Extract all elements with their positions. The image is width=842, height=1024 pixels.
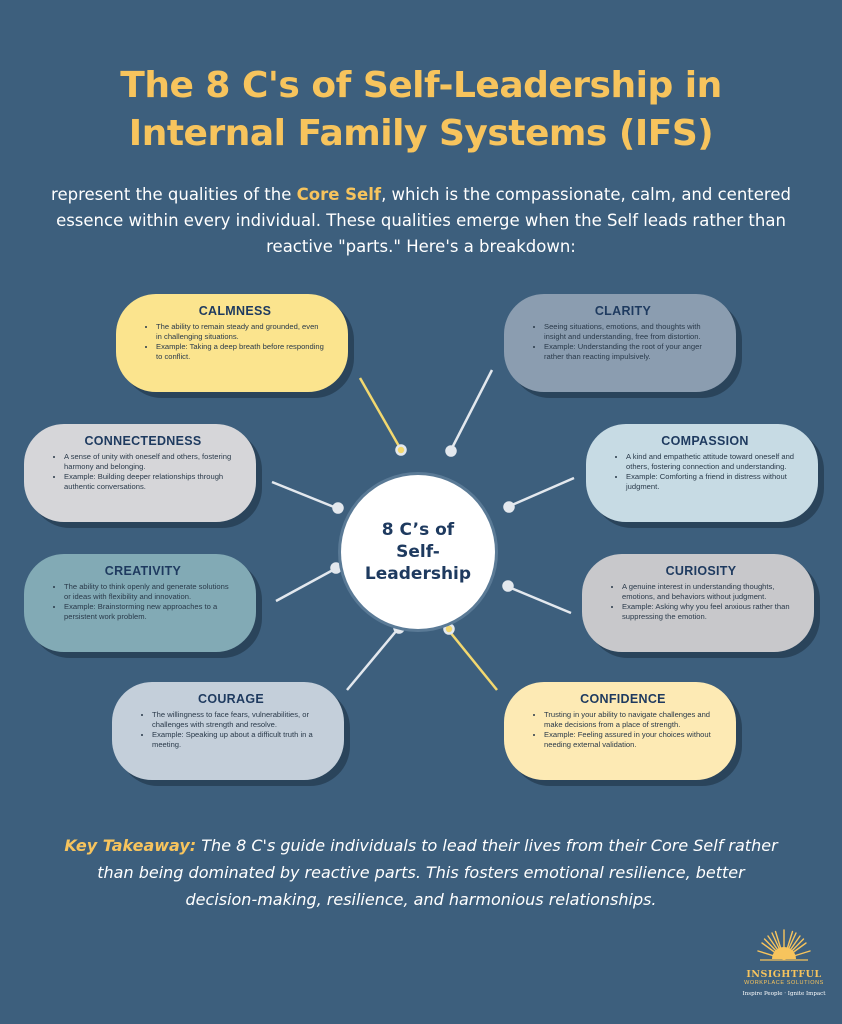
center-line-2: Self- [396, 542, 440, 562]
card-clarity-title: CLARITY [594, 304, 652, 318]
card-courage-bullet: The willingness to face fears, vulnerabi… [152, 710, 322, 730]
card-confidence-list: Trusting in your ability to navigate cha… [532, 710, 714, 750]
card-calmness-title: CALMNESS [198, 304, 272, 318]
card-connectedness-title: CONNECTEDNESS [84, 434, 202, 448]
title-line-1: The 8 C's of Self-Leadership in [120, 65, 722, 106]
logo-subtitle: WORKPLACE SOLUTIONS [744, 980, 824, 986]
connector-curiosity-dot [502, 580, 514, 592]
key-takeaway-text: The 8 C's guide individuals to lead thei… [97, 836, 778, 909]
card-courage-title: COURAGE [198, 692, 264, 706]
sunburst-icon [757, 929, 811, 961]
connector-clarity [450, 369, 494, 449]
connector-creativity-dot [330, 562, 342, 574]
card-courage: COURAGE The willingness to face fears, v… [112, 682, 344, 780]
connector-calmness [358, 377, 402, 449]
intro-highlight: Core Self [296, 185, 382, 204]
card-clarity: CLARITY Seeing situations, emotions, and… [504, 294, 736, 392]
card-creativity-title: CREATIVITY [104, 564, 182, 578]
connector-confidence-dot [443, 623, 455, 635]
card-curiosity-list: A genuine interest in understanding thou… [610, 582, 792, 622]
connector-courage-dot [393, 622, 405, 634]
center-circle: 8 C’s of Self- Leadership [344, 478, 492, 626]
card-confidence-example: Example: Feeling assured in your choices… [544, 730, 714, 750]
connector-creativity [275, 568, 334, 603]
card-confidence-bullet: Trusting in your ability to navigate cha… [544, 710, 714, 730]
card-courage-list: The willingness to face fears, vulnerabi… [140, 710, 322, 750]
card-connectedness-example: Example: Building deeper relationships t… [64, 472, 234, 492]
connector-confidence [449, 631, 498, 691]
title-line-2: Internal Family Systems (IFS) [128, 113, 714, 154]
connector-connectedness [271, 480, 335, 509]
card-curiosity-bullet: A genuine interest in understanding thou… [622, 582, 792, 602]
card-clarity-list: Seeing situations, emotions, and thought… [532, 322, 714, 362]
connector-curiosity [510, 586, 572, 615]
card-curiosity-title: CURIOSITY [665, 564, 737, 578]
card-creativity-bullet: The ability to think openly and generate… [64, 582, 234, 602]
company-logo: INSIGHTFUL WORKPLACE SOLUTIONS Inspire P… [738, 928, 830, 997]
card-compassion-list: A kind and empathetic attitude toward on… [614, 452, 796, 492]
card-courage-example: Example: Speaking up about a difficult t… [152, 730, 322, 750]
center-line-1: 8 C’s of [381, 520, 455, 540]
card-creativity: CREATIVITY The ability to think openly a… [24, 554, 256, 652]
connector-connectedness-dot [332, 502, 344, 514]
connector-clarity-dot [445, 445, 457, 457]
key-takeaway: Key Takeaway: The 8 C's guide individual… [60, 832, 782, 913]
connector-courage [346, 629, 398, 691]
card-calmness-list: The ability to remain steady and grounde… [144, 322, 326, 362]
card-calmness-example: Example: Taking a deep breath before res… [156, 342, 326, 362]
logo-name: INSIGHTFUL [746, 969, 822, 980]
card-confidence-title: CONFIDENCE [580, 692, 666, 706]
card-confidence: CONFIDENCE Trusting in your ability to n… [504, 682, 736, 780]
card-curiosity: CURIOSITY A genuine interest in understa… [582, 554, 814, 652]
card-clarity-example: Example: Understanding the root of your … [544, 342, 714, 362]
connector-calmness-dot [395, 444, 407, 456]
card-calmness-bullet: The ability to remain steady and grounde… [156, 322, 326, 342]
connector-compassion [511, 476, 575, 507]
intro-after: , which is the compassionate, calm, and … [56, 185, 791, 256]
connector-compassion-dot [503, 501, 515, 513]
card-curiosity-example: Example: Asking why you feel anxious rat… [622, 602, 792, 622]
card-connectedness-bullet: A sense of unity with oneself and others… [64, 452, 234, 472]
key-takeaway-label: Key Takeaway: [64, 836, 197, 855]
center-line-3: Leadership [364, 564, 472, 584]
card-compassion-title: COMPASSION [661, 434, 749, 448]
card-creativity-list: The ability to think openly and generate… [52, 582, 234, 622]
card-compassion: COMPASSION A kind and empathetic attitud… [586, 424, 818, 522]
card-compassion-example: Example: Comforting a friend in distress… [626, 472, 796, 492]
card-connectedness-list: A sense of unity with oneself and others… [52, 452, 234, 492]
card-compassion-bullet: A kind and empathetic attitude toward on… [626, 452, 796, 472]
intro-text: represent the qualities of the Core Self… [40, 182, 802, 260]
card-calmness: CALMNESS The ability to remain steady an… [116, 294, 348, 392]
card-creativity-example: Example: Brainstorming new approaches to… [64, 602, 234, 622]
intro-before: represent the qualities of the [51, 185, 297, 204]
card-connectedness: CONNECTEDNESS A sense of unity with ones… [24, 424, 256, 522]
logo-tagline: Inspire People · Ignite Impact [742, 991, 826, 997]
page-title: The 8 C's of Self-Leadership in Internal… [0, 62, 842, 158]
card-clarity-bullet: Seeing situations, emotions, and thought… [544, 322, 714, 342]
